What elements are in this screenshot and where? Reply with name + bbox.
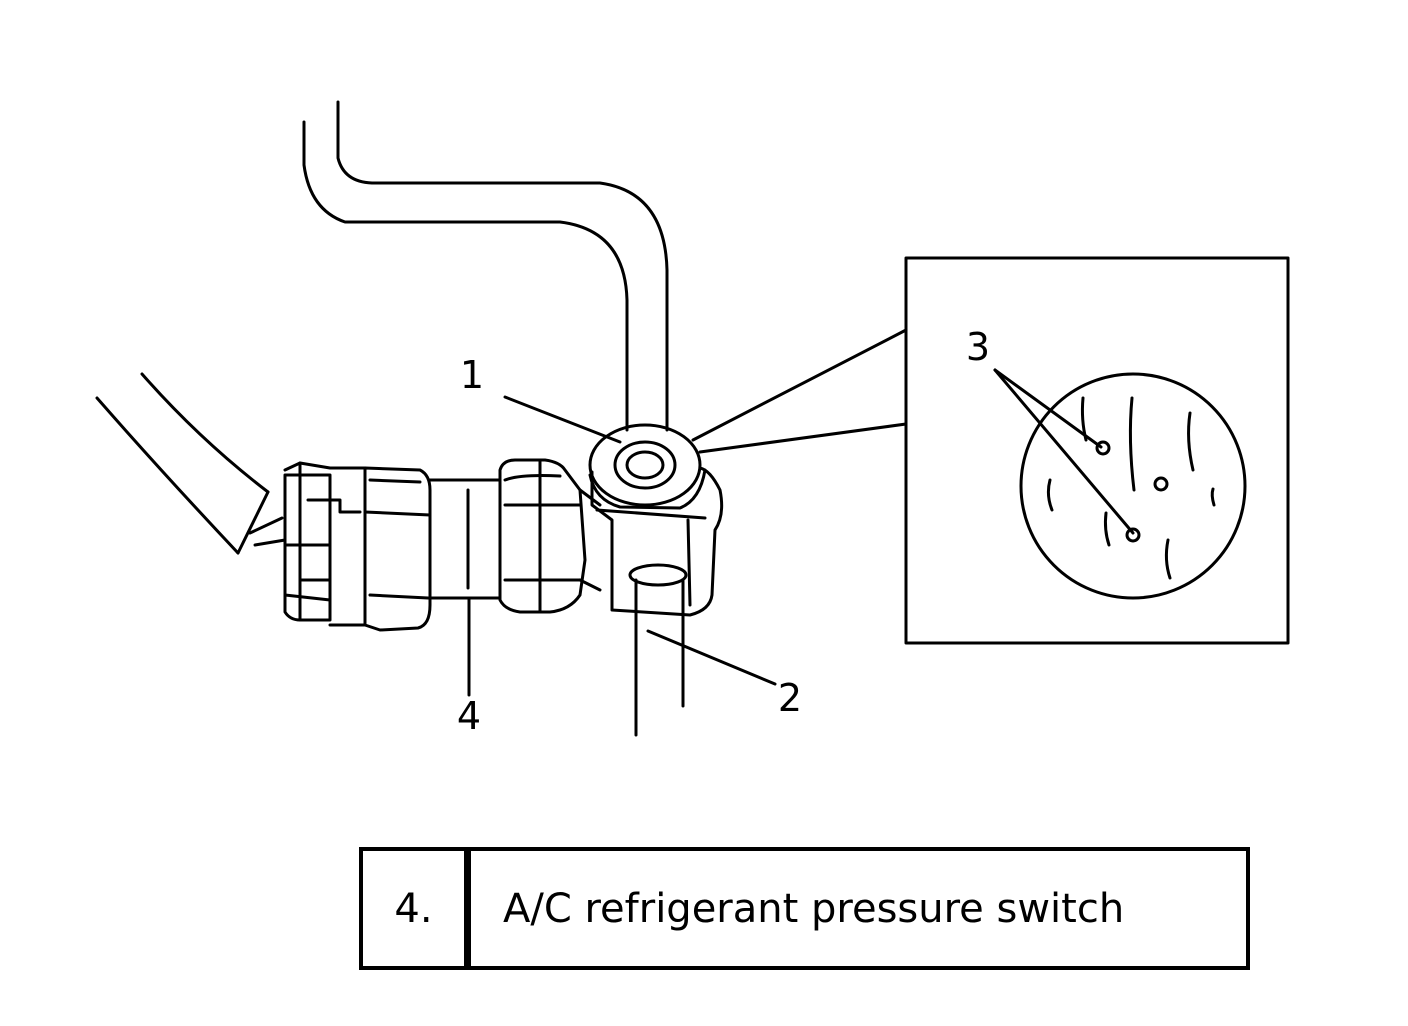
switch-body bbox=[428, 478, 502, 600]
lower-pipe bbox=[628, 563, 688, 737]
callout-1: 1 bbox=[460, 353, 484, 397]
callout-2: 2 bbox=[778, 676, 802, 720]
tee-block bbox=[590, 466, 724, 617]
detail-inset-frame bbox=[904, 256, 1290, 645]
legend-number: 4. bbox=[363, 851, 471, 966]
wire-harness bbox=[95, 372, 287, 555]
callout-4: 4 bbox=[457, 694, 481, 738]
switch-hex-nut bbox=[363, 466, 432, 632]
magnification-lines bbox=[691, 328, 908, 454]
connector bbox=[283, 461, 367, 627]
leader-lines bbox=[467, 368, 1135, 697]
magnified-port-view bbox=[1019, 372, 1247, 600]
service-port-cap bbox=[588, 423, 707, 510]
legend-table: 4. A/C refrigerant pressure switch bbox=[359, 847, 1250, 970]
legend-description: A/C refrigerant pressure switch bbox=[503, 885, 1125, 932]
callout-3: 3 bbox=[966, 325, 990, 369]
upper-pipe bbox=[302, 100, 669, 432]
fitting-nut bbox=[498, 458, 602, 614]
